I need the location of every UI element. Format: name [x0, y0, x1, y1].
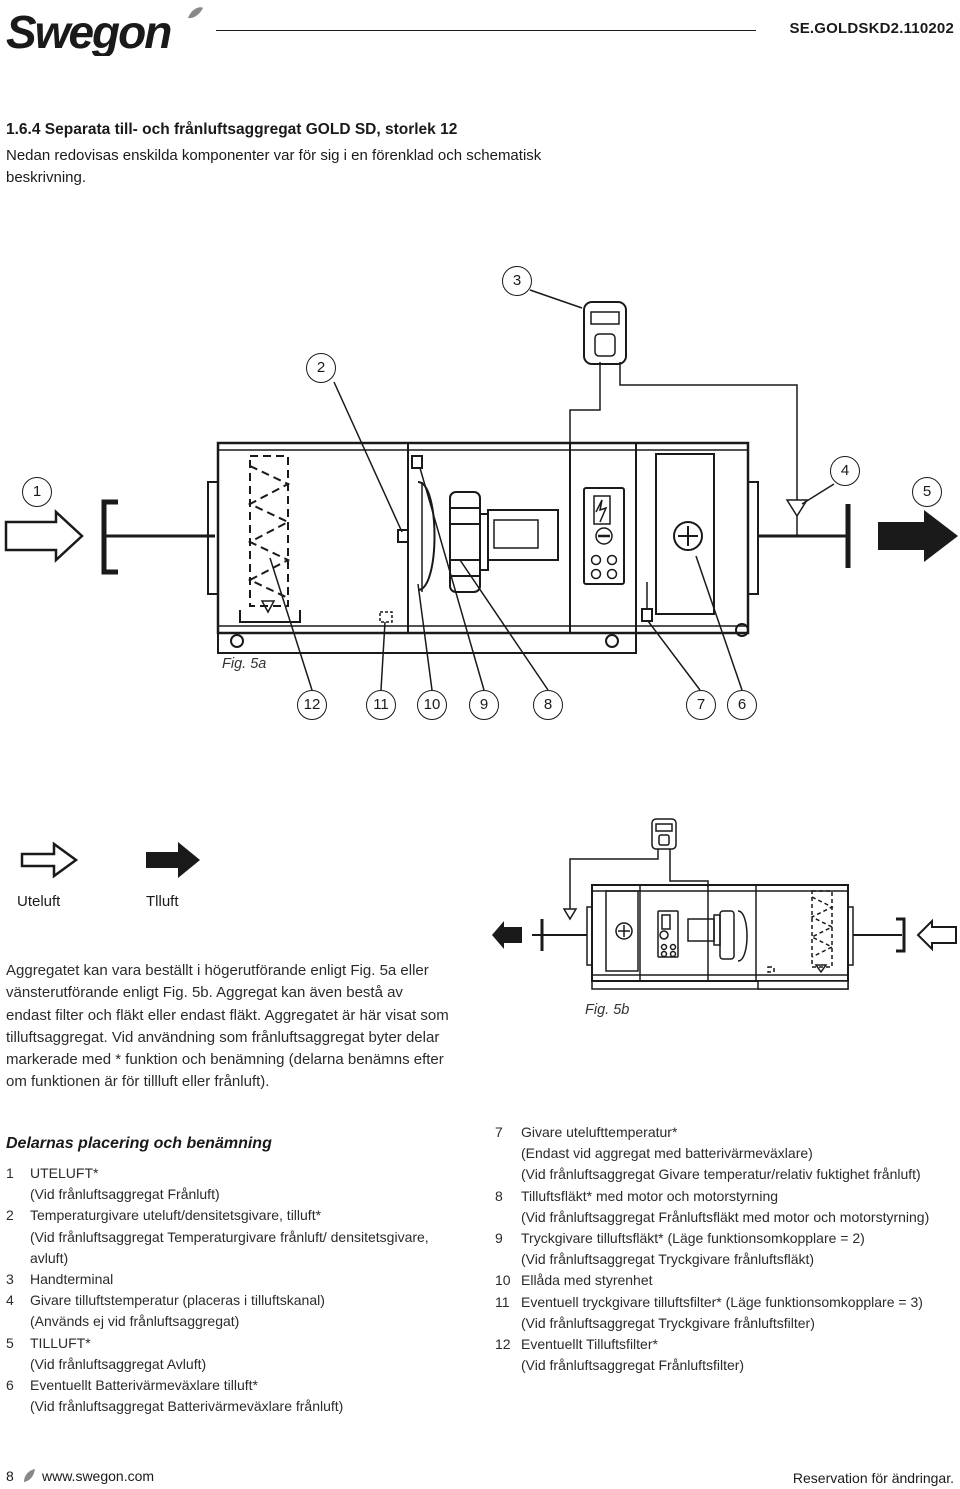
callout-9: 9 — [469, 690, 499, 720]
figure-5b-label: Fig. 5b — [585, 1002, 630, 1018]
list-item: 4 Givare tilluftstemperatur (placeras i … — [6, 1292, 325, 1330]
list-item: 3 Handterminal — [6, 1271, 114, 1288]
callout-3: 3 — [502, 266, 532, 296]
svg-text:Swegon: Swegon — [6, 6, 171, 56]
callout-6: 6 — [727, 690, 757, 720]
figure-5a-label: Fig. 5a — [222, 656, 267, 672]
supply-air-label: Tlluft — [146, 893, 179, 910]
outdoor-air-legend-icon — [20, 841, 79, 879]
list-item: 2 Temperaturgivare uteluft/densitetsgiva… — [6, 1207, 429, 1266]
callout-7: 7 — [686, 690, 716, 720]
section-intro: Nedan redovisas enskilda komponenter var… — [6, 147, 542, 186]
document-code: SE.GOLDSKD2.110202 — [789, 20, 954, 37]
supply-air-legend-icon — [146, 842, 200, 878]
leaf-icon — [24, 1469, 35, 1482]
footer-note: Reservation för ändringar. — [792, 1470, 954, 1486]
list-item: 5 TILLUFT*(Vid frånluftsaggregat Avluft) — [6, 1334, 207, 1372]
electrical-box — [583, 487, 625, 585]
unit-casing — [216, 441, 750, 635]
section-title: 1.6.4 Separata till- och frånluftsaggreg… — [6, 121, 458, 138]
list-item: 6 Eventuellt Batterivärmeväxlare tilluft… — [6, 1377, 344, 1415]
list-item: 10 Ellåda med styrenhet — [495, 1272, 653, 1289]
parts-list-right: 7 Givare utelufttemperatur*(Endast vid a… — [495, 1122, 950, 1376]
callout-5: 5 — [912, 477, 942, 507]
outdoor-air-arrow — [4, 509, 84, 563]
list-item: 8 Tilluftsfläkt* med motor och motorstyr… — [495, 1187, 930, 1225]
header-rule — [216, 30, 756, 31]
callout-1: 1 — [22, 477, 52, 507]
callout-2: 2 — [306, 353, 336, 383]
figure-5b-diagram — [492, 818, 957, 990]
list-item: 12 Eventuellt Tilluftsfilter*(Vid frånlu… — [495, 1336, 745, 1374]
list-item: 1 UTELUFT*(Vid frånluftsaggregat Frånluf… — [6, 1165, 220, 1203]
callout-4: 4 — [830, 456, 860, 486]
parts-list-title: Delarnas placering och benämning — [6, 1135, 272, 1152]
description-paragraph: Aggregatet kan vara beställt i högerutfö… — [6, 962, 449, 1091]
callout-10: 10 — [417, 690, 447, 720]
list-item: 7 Givare utelufttemperatur*(Endast vid a… — [495, 1124, 921, 1183]
outdoor-air-label: Uteluft — [17, 893, 61, 910]
figure-5a-diagram — [4, 289, 958, 691]
list-item: 9 Tryckgivare tilluftsfläkt* (Läge funkt… — [495, 1230, 865, 1268]
callout-12: 12 — [297, 690, 327, 720]
footer-url[interactable]: www.swegon.com — [42, 1468, 155, 1484]
supply-air-arrow — [878, 510, 958, 562]
callout-8: 8 — [533, 690, 563, 720]
heat-exchanger — [655, 453, 715, 615]
list-item: 11 Eventuell tryckgivare tilluftsfilter*… — [495, 1293, 923, 1331]
parts-list-left: 1 UTELUFT*(Vid frånluftsaggregat Frånluf… — [6, 1163, 456, 1417]
hand-terminal — [583, 301, 627, 365]
page-number: 8 — [6, 1468, 14, 1484]
callout-11: 11 — [366, 690, 396, 720]
swegon-logo: Swegon — [6, 6, 203, 56]
